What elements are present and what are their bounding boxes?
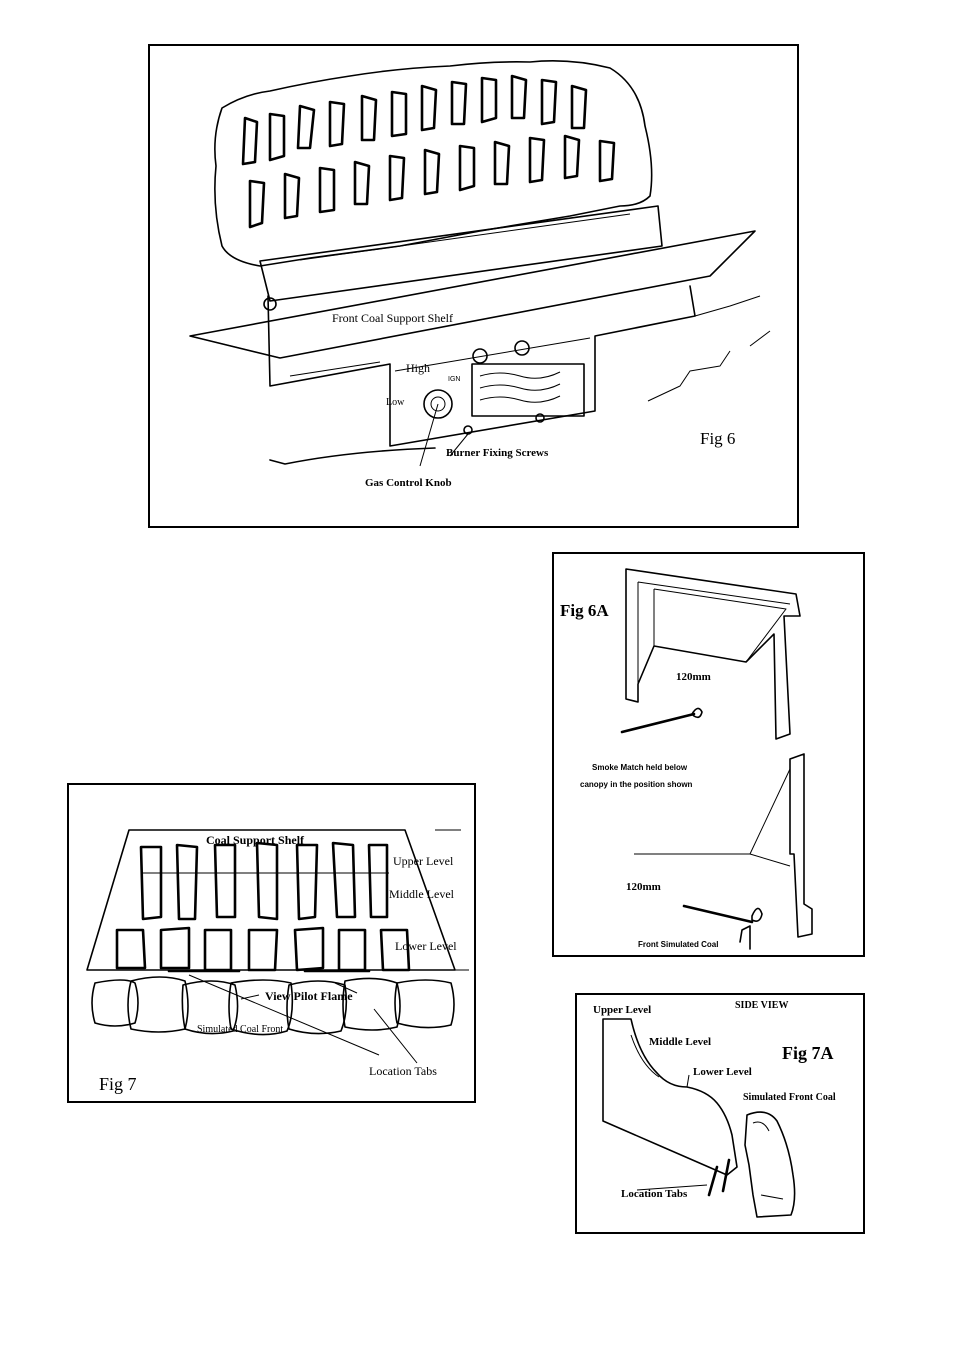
- back-bracket: [259, 205, 663, 302]
- bracket-hole: [263, 297, 277, 311]
- front-coal-support-shelf: [189, 230, 756, 359]
- fig7-panel: Coal Support Shelf Upper Level Middle Le…: [67, 783, 476, 1103]
- location-tabs: [707, 1158, 731, 1197]
- fig6-drawing: [189, 60, 771, 467]
- label-view-pilot-flame: View Pilot Flame: [265, 989, 353, 1003]
- fig6a-drawing: [620, 568, 813, 950]
- canopy-side-view: [789, 753, 813, 938]
- label-front-simulated-coal: Front Simulated Coal: [638, 940, 719, 949]
- fig6a-title: Fig 6A: [560, 601, 609, 620]
- gas-control-knob: [423, 389, 453, 419]
- label-lower-level: Lower Level: [395, 939, 457, 953]
- simulated-coal-front: [91, 976, 455, 1036]
- viewing-window: [471, 363, 585, 417]
- fig6-panel: Front Coal Support Shelf High IGN Low Bu…: [148, 44, 799, 528]
- fig6-title: Fig 6: [700, 429, 736, 448]
- label-lower-level: Lower Level: [693, 1066, 752, 1078]
- fig7-drawing: [86, 829, 469, 1064]
- dim-120mm-top: 120mm: [676, 671, 711, 683]
- coal-row-lower: [115, 926, 411, 972]
- simulated-front-coal: [744, 1111, 796, 1218]
- label-upper-level: Upper Level: [593, 1004, 652, 1016]
- label-middle-level: Middle Level: [389, 887, 454, 901]
- label-location-tabs: Location Tabs: [621, 1188, 688, 1200]
- label-burner-fixing-screws: Burner Fixing Screws: [446, 447, 549, 459]
- label-upper-level: Upper Level: [393, 854, 454, 868]
- canopy-front-view: [625, 568, 801, 740]
- smoke-match: [620, 712, 696, 734]
- label-low: Low: [386, 397, 405, 408]
- label-ign: IGN: [448, 376, 461, 383]
- fig6a-panel: Fig 6A 120mm Smoke Match held below cano…: [552, 552, 865, 957]
- fig7a-panel: Upper Level SIDE VIEW Middle Level Fig 7…: [575, 993, 865, 1234]
- label-side-view: SIDE VIEW: [735, 1000, 789, 1011]
- front-simulated-coal: [739, 925, 751, 950]
- label-gas-control-knob: Gas Control Knob: [365, 477, 452, 489]
- coal-row-upper: [139, 841, 389, 921]
- burner-box: [267, 285, 696, 447]
- label-high: High: [406, 361, 430, 375]
- dim-120mm-bottom: 120mm: [626, 881, 661, 893]
- label-simulated-front-coal: Simulated Front Coal: [743, 1092, 836, 1103]
- note-smoke-match-line2: canopy in the position shown: [580, 780, 693, 789]
- coal-bed-outline: [214, 60, 653, 267]
- fig7a-drawing: [602, 1018, 796, 1218]
- label-middle-level: Middle Level: [649, 1036, 712, 1048]
- gas-pipe: [269, 447, 436, 465]
- fig7-title: Fig 7: [99, 1074, 137, 1094]
- label-front-coal-support-shelf: Front Coal Support Shelf: [332, 311, 454, 325]
- coal-lumps: [241, 74, 616, 229]
- fig7a-title: Fig 7A: [782, 1043, 834, 1063]
- label-coal-support-shelf: Coal Support Shelf: [206, 833, 305, 847]
- label-location-tabs: Location Tabs: [369, 1064, 437, 1078]
- note-smoke-match-line1: Smoke Match held below: [592, 763, 688, 772]
- tray-side-profile: [602, 1018, 738, 1176]
- label-simulated-coal-front: Simulated Coal Front: [197, 1024, 284, 1035]
- burner-fixing-screw: [535, 413, 545, 423]
